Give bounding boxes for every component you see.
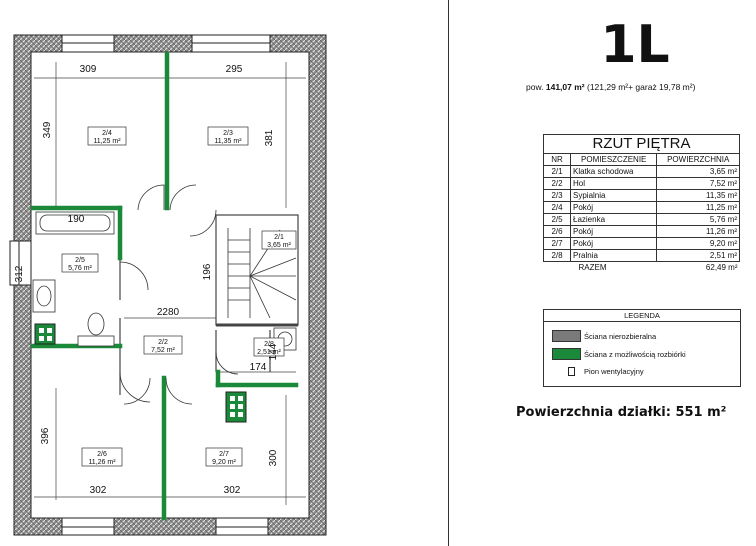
col-nr: NR xyxy=(543,153,571,166)
table-row: 2/8 Pralnia 2,51 m² xyxy=(543,249,740,262)
doors xyxy=(119,184,239,405)
dim-302-left: 302 xyxy=(90,485,107,496)
legend-label-removable-wall: Ściana z możliwością rozbiórki xyxy=(584,350,686,359)
room-table: RZUT PIĘTRA NR POMIESZCZENIE POWIERZCHNI… xyxy=(543,134,740,273)
room-table-header: NR POMIESZCZENIE POWIERZCHNIA xyxy=(543,153,740,166)
room-table-title: RZUT PIĘTRA xyxy=(543,134,740,154)
dim-309: 309 xyxy=(80,64,97,75)
legend-label-ventilation: Pion wentylacyjny xyxy=(584,367,644,376)
table-row: 2/2 Hol 7,52 m² xyxy=(543,177,740,190)
row-nr: 2/7 xyxy=(543,237,571,250)
row-area: 9,20 m² xyxy=(656,237,740,250)
row-area: 5,76 m² xyxy=(656,213,740,226)
room-2-4-code: 2/4 xyxy=(102,130,112,137)
dim-174: 174 xyxy=(250,362,267,373)
col-area: POWIERZCHNIA xyxy=(656,153,740,166)
windows xyxy=(9,34,271,536)
row-name: Hol xyxy=(569,177,658,190)
row-area: 11,25 m² xyxy=(656,201,740,214)
room-2-3-area: 11,35 m² xyxy=(214,138,242,145)
dim-349: 349 xyxy=(42,121,53,138)
row-area: 11,35 m² xyxy=(656,189,740,202)
row-nr: 2/4 xyxy=(543,201,571,214)
room-2-3-code: 2/3 xyxy=(223,130,233,137)
dim-190: 190 xyxy=(68,214,85,225)
model-title: 1L xyxy=(600,15,670,75)
legend-title: LEGENDA xyxy=(544,310,740,322)
ventilation-icon xyxy=(568,367,575,376)
row-area: 3,65 m² xyxy=(656,165,740,178)
total-label: RAZEM xyxy=(578,262,607,272)
row-area: 11,26 m² xyxy=(656,225,740,238)
row-nr: 2/3 xyxy=(543,189,571,202)
table-row: 2/3 Sypialnia 11,35 m² xyxy=(543,189,740,202)
room-2-1-area: 3,65 m² xyxy=(267,242,291,249)
panel-divider xyxy=(448,0,449,546)
room-2-2-area: 7,52 m² xyxy=(151,347,175,354)
col-room: POMIESZCZENIE xyxy=(569,153,658,166)
floor-plan: 309 295 349 381 190 312 196 2280 174 144… xyxy=(9,34,327,536)
dim-295: 295 xyxy=(226,64,243,75)
row-nr: 2/2 xyxy=(543,177,571,190)
room-2-4-area: 11,25 m² xyxy=(93,138,121,145)
row-name: Sypialnia xyxy=(569,189,658,202)
dim-196: 196 xyxy=(202,263,213,280)
area-detail: (121,29 m²+ garaż 19,78 m²) xyxy=(587,82,696,92)
row-name: Pokój xyxy=(569,201,658,214)
total-area-line: pow. 141,07 m² (121,29 m²+ garaż 19,78 m… xyxy=(526,82,756,92)
room-2-1-code: 2/1 xyxy=(274,234,284,241)
removable-walls xyxy=(30,51,299,521)
room-label-boxes xyxy=(61,126,297,467)
room-2-6-area: 11,26 m² xyxy=(88,459,116,466)
dim-144: 144 xyxy=(268,343,279,360)
legend-swatch-permanent-wall xyxy=(552,330,581,342)
area-total: 141,07 m² xyxy=(545,82,585,92)
room-2-7-area: 9,20 m² xyxy=(212,459,236,466)
row-nr: 2/8 xyxy=(543,249,571,262)
row-name: Pralnia xyxy=(569,249,658,262)
area-prefix: pow. xyxy=(526,82,544,92)
row-name: Pokój xyxy=(569,225,658,238)
table-row: 2/4 Pokój 11,25 m² xyxy=(543,201,740,214)
row-name: Łazienka xyxy=(569,213,658,226)
room-2-2-code: 2/2 xyxy=(158,339,168,346)
row-nr: 2/1 xyxy=(543,165,571,178)
row-name: Klatka schodowa xyxy=(569,165,658,178)
table-row: 2/5 Łazienka 5,76 m² xyxy=(543,213,740,226)
legend-label-permanent-wall: Ściana nierozbieralna xyxy=(584,332,657,341)
legend-swatch-removable-wall xyxy=(552,348,581,360)
row-name: Pokój xyxy=(569,237,658,250)
dim-300: 300 xyxy=(268,449,279,466)
table-row: 2/1 Klatka schodowa 3,65 m² xyxy=(543,165,740,178)
legend: LEGENDA Ściana nierozbieralna Ściana z m… xyxy=(543,309,741,387)
row-area: 2,51 m² xyxy=(656,249,740,262)
table-total-row: RAZEM 62,49 m² xyxy=(544,262,740,274)
dim-312: 312 xyxy=(14,265,25,282)
dim-2280: 2280 xyxy=(157,307,180,318)
room-2-5-area: 5,76 m² xyxy=(68,265,92,272)
room-2-7-code: 2/7 xyxy=(219,451,229,458)
room-2-8-area: 2,51 m² xyxy=(257,349,281,356)
row-nr: 2/5 xyxy=(543,213,571,226)
ventilation-shafts xyxy=(34,323,247,423)
dim-302-right: 302 xyxy=(224,485,241,496)
room-2-5-code: 2/5 xyxy=(75,257,85,264)
lot-area: Powierzchnia działki: 551 m² xyxy=(516,405,727,420)
room-2-8-code: 2/8 xyxy=(264,341,274,348)
staircase xyxy=(227,228,297,319)
room-2-6-code: 2/6 xyxy=(97,451,107,458)
table-row: 2/6 Pokój 11,26 m² xyxy=(543,225,740,238)
dim-381: 381 xyxy=(264,129,275,146)
row-nr: 2/6 xyxy=(543,225,571,238)
table-row: 2/7 Pokój 9,20 m² xyxy=(543,237,740,250)
row-area: 7,52 m² xyxy=(656,177,740,190)
dim-396: 396 xyxy=(40,427,51,444)
total-value: 62,49 m² xyxy=(705,262,738,272)
bathroom-fixtures xyxy=(32,211,115,347)
